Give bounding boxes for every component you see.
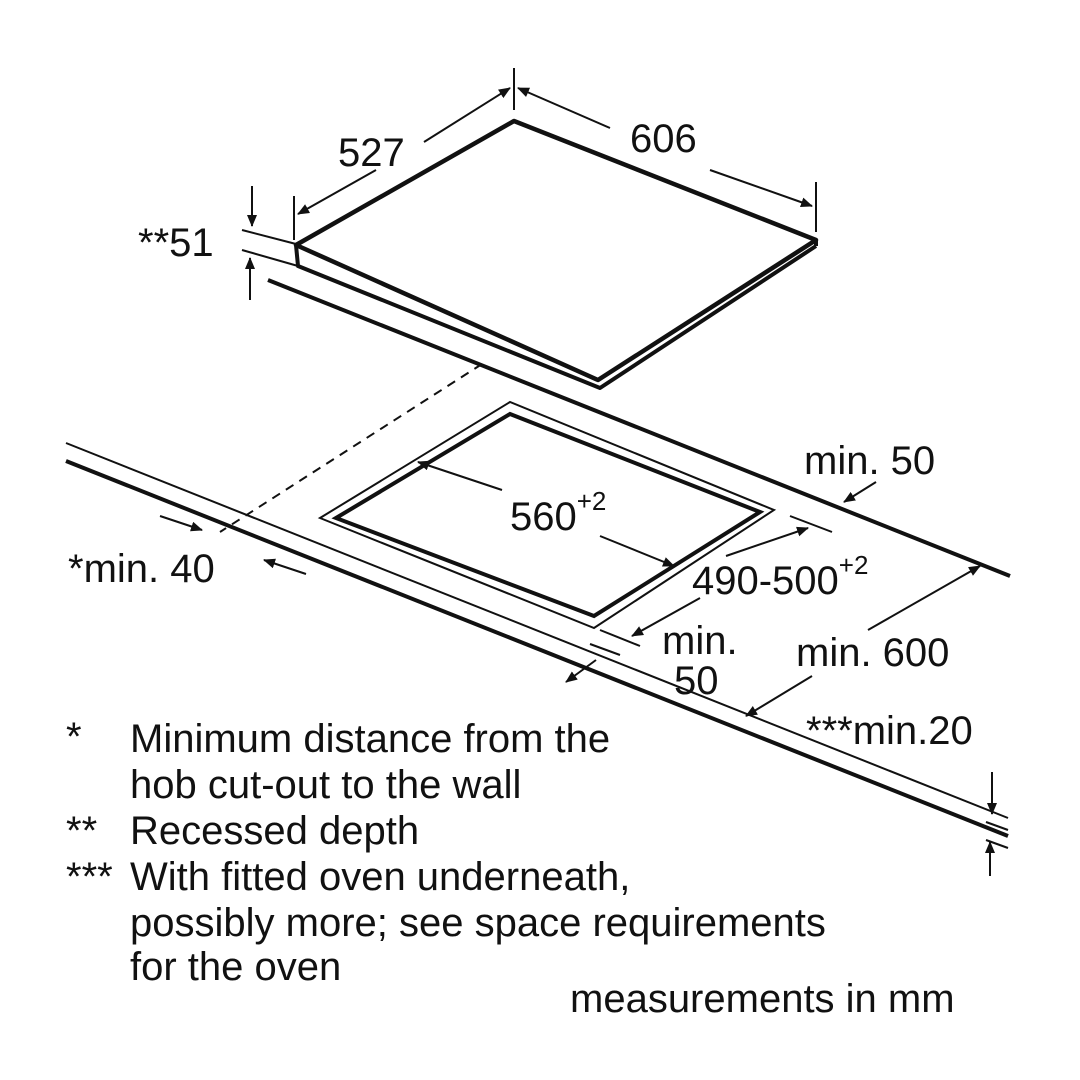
arrow-min50-rear [843,481,877,503]
dim-hob-width: 606 [630,117,697,161]
wall-projection-dashed [219,363,483,533]
note-3-line-2: possibly more; see space requirements [130,901,826,945]
worktop-front-top-edge [65,442,1009,819]
cutout-outer [317,400,777,630]
note-1-line-1: Minimum distance from the [130,717,611,761]
dim-recess-depth: **51 [138,221,214,265]
worktop-back-line [267,278,1011,578]
dim-cutout-width-value: 560 [510,495,577,539]
hob-front-edge [294,244,818,390]
dim-cutout-width: 560+2 [510,486,606,539]
note-2-mark: ** [66,809,98,853]
dim-cutout-depth-tol: +2 [839,550,869,580]
arrow-527-lower [297,169,377,215]
note-1-mark: * [66,715,82,759]
dim-worktop-thickness: ***min.20 [806,709,973,753]
note-1-line-2: hob cut-out to the wall [130,763,522,807]
hob-outline [293,118,819,390]
worktop [65,278,1011,838]
cutout-inner [331,411,765,619]
units-note: measurements in mm [570,977,955,1021]
cutout-outline [317,400,777,630]
note-3-mark: *** [66,855,113,899]
arrow-606-right [709,169,813,208]
dim-wall-clearance: *min. 40 [68,547,215,591]
dim-rear-clearance: min. 50 [804,439,935,483]
arrow-min40-left [159,515,203,532]
arrow-560-left [417,460,503,491]
dim-worktop-depth: min. 600 [796,631,949,675]
dim-front-clearance-2: 50 [674,659,719,703]
dim-cutout-depth-value: 490-500 [692,559,839,603]
dim-cutout-width-tol: +2 [577,486,607,516]
note-2-line-1: Recessed depth [130,809,420,853]
dimension-arrows [159,87,997,876]
dim-cutout-depth: 490-500+2 [692,550,868,603]
arrow-min600-lower [745,675,813,717]
extension-lines [241,68,1009,849]
arrow-490-upper [725,526,809,557]
arrow-606-left [517,87,611,129]
arrow-min40-right [263,558,307,575]
arrow-min600-upper [867,565,981,631]
arrow-527-upper [423,87,511,143]
worktop-front-bottom-edge [65,459,1009,838]
dim-front-clearance-1: min. [662,619,738,663]
note-3-line-3: for the oven [130,945,342,989]
arrow-490-lower [631,597,701,637]
arrow-560-right [599,535,675,567]
arrow-min50-front [565,659,597,683]
dim-hob-depth: 527 [338,131,405,175]
note-3-line-1: With fitted oven underneath, [130,855,631,899]
